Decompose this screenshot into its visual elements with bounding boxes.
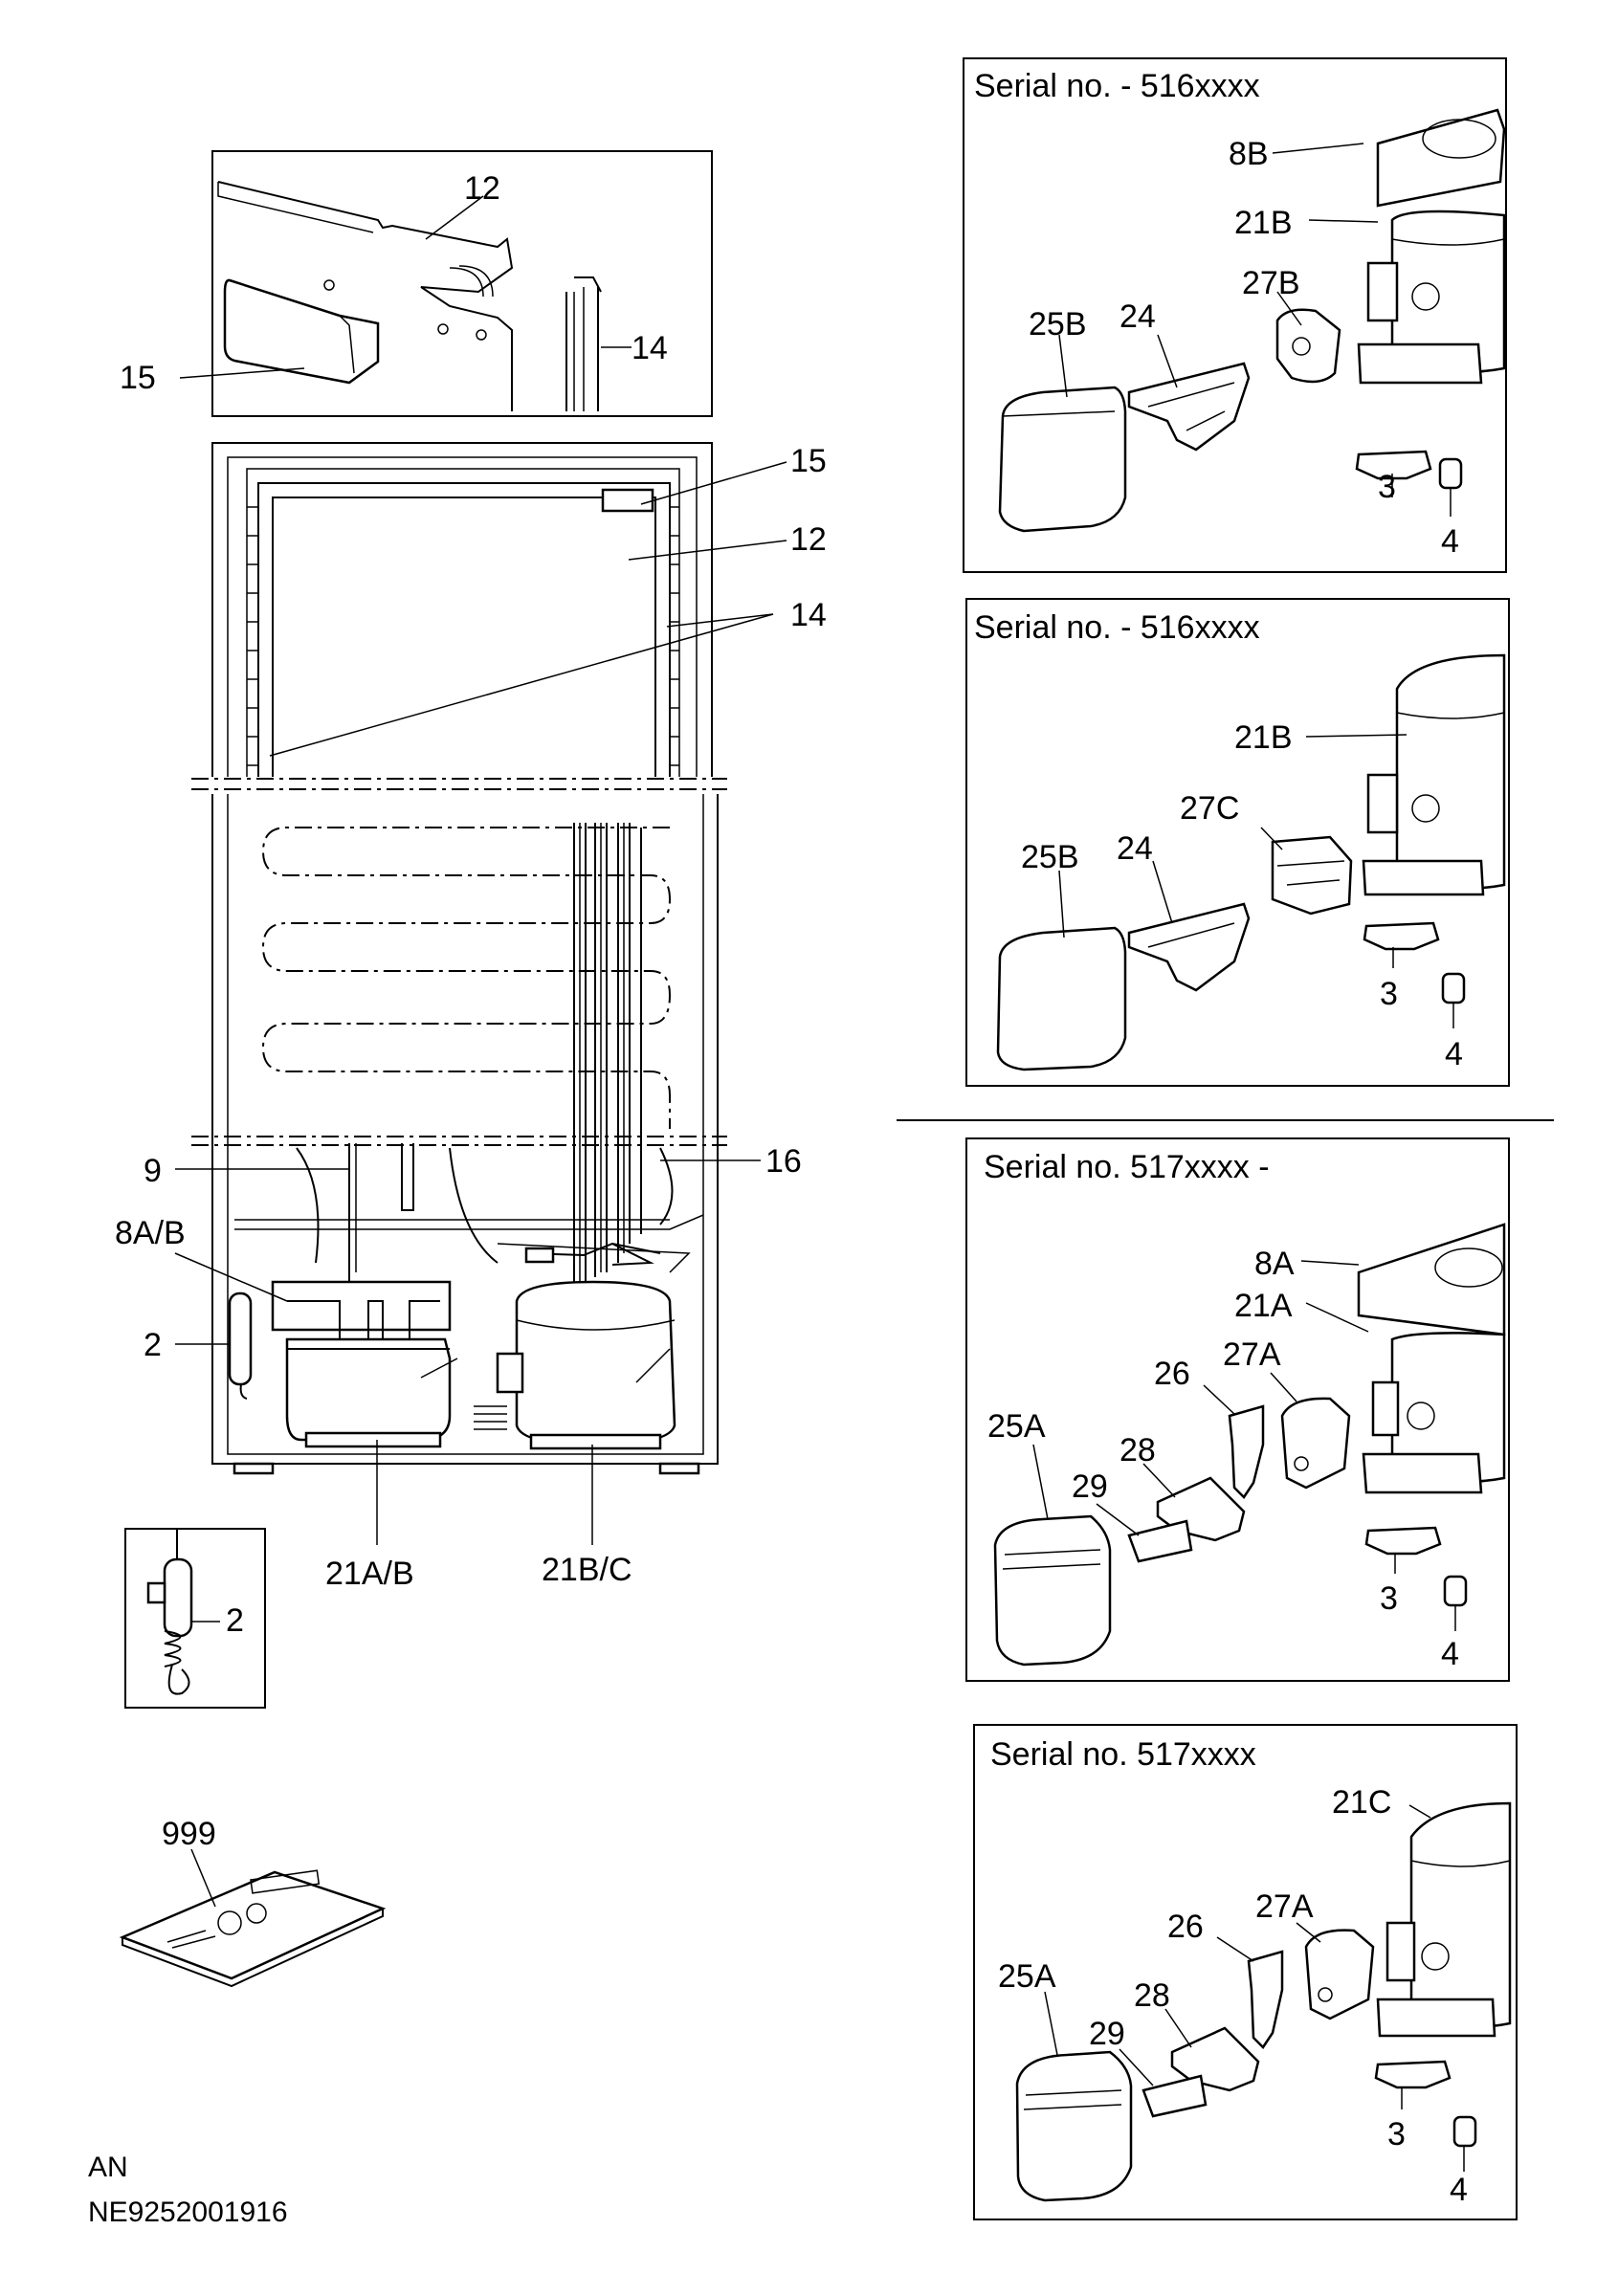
panel-2-label-relay: 27C <box>1180 790 1239 827</box>
panel-4-label-holder: 28 <box>1134 1977 1170 2014</box>
label-top-seal: 14 <box>632 330 668 366</box>
footer-code: NE9252001916 <box>88 2197 288 2228</box>
panel-2-serial: Serial no. - 516xxxx <box>974 609 1260 646</box>
panel-2 <box>965 598 1510 1087</box>
panel-1-label-clip: 24 <box>1119 298 1156 335</box>
panel-2-label-clip: 24 <box>1117 830 1153 867</box>
label-pipe: 9 <box>144 1153 162 1189</box>
panel-1-label-relay: 27B <box>1242 265 1300 301</box>
heater-detail-inset <box>124 1528 266 1709</box>
label-comp-left: 21A/B <box>325 1556 414 1592</box>
panel-4-label-cover: 25A <box>998 1958 1056 1995</box>
panel-4-label-bracket: 3 <box>1387 2116 1406 2152</box>
label-door-panel: 12 <box>790 521 827 558</box>
label-top-holder: 15 <box>120 360 156 396</box>
label-manual: 999 <box>162 1816 216 1852</box>
panel-1-serial: Serial no. - 516xxxx <box>974 68 1260 104</box>
label-tray: 8A/B <box>115 1215 186 1251</box>
panel-1-label-bracket: 3 <box>1378 469 1396 505</box>
label-door-seal: 14 <box>790 597 827 633</box>
label-door-holder: 15 <box>790 443 827 479</box>
footer-lang: AN <box>88 2152 128 2183</box>
panel-4-label-relay: 27A <box>1255 1888 1314 1925</box>
panel-4-label-clip: 26 <box>1167 1909 1204 1945</box>
panel-2-label-grommet: 4 <box>1445 1036 1463 1072</box>
top-detail-inset <box>179 150 713 417</box>
panel-3 <box>965 1137 1510 1682</box>
panel-4-label-connector: 29 <box>1089 2016 1125 2052</box>
panel-1-label-tray: 8B <box>1229 136 1269 172</box>
panel-3-label-tray: 8A <box>1254 1246 1295 1282</box>
panel-4-label-grommet: 4 <box>1450 2172 1468 2208</box>
manual-illustration <box>119 1848 387 1988</box>
panel-1 <box>963 57 1507 573</box>
panel-3-serial: Serial no. 517xxxx - <box>984 1149 1270 1185</box>
panel-3-label-clip: 26 <box>1154 1356 1190 1392</box>
panel-3-label-relay: 27A <box>1223 1336 1281 1373</box>
label-comp-right: 21B/C <box>542 1552 632 1588</box>
door-section <box>191 442 787 780</box>
label-heater: 2 <box>144 1327 162 1363</box>
panel-3-label-holder: 28 <box>1119 1432 1156 1468</box>
panel-4-serial: Serial no. 517xxxx <box>990 1736 1256 1773</box>
panel-1-label-compressor: 21B <box>1234 205 1293 241</box>
panel-4 <box>973 1724 1518 2220</box>
panel-1-label-cover: 25B <box>1029 306 1087 342</box>
panel-2-label-compressor: 21B <box>1234 719 1293 756</box>
panel-3-label-cover: 25A <box>987 1408 1046 1445</box>
panel-3-label-connector: 29 <box>1072 1468 1108 1505</box>
panel-1-label-grommet: 4 <box>1441 523 1459 560</box>
label-heater-detail: 2 <box>226 1602 244 1639</box>
label-drain: 16 <box>765 1143 802 1180</box>
panel-3-label-bracket: 3 <box>1380 1580 1398 1617</box>
panel-2-label-bracket: 3 <box>1380 976 1398 1012</box>
panel-4-label-compressor: 21C <box>1332 1784 1391 1821</box>
label-top-panel: 12 <box>464 170 500 207</box>
panel-2-label-cover: 25B <box>1021 839 1079 875</box>
panel-3-label-compressor: 21A <box>1234 1288 1293 1324</box>
panel-3-label-grommet: 4 <box>1441 1636 1459 1672</box>
cabinet-back-section <box>174 788 761 1545</box>
